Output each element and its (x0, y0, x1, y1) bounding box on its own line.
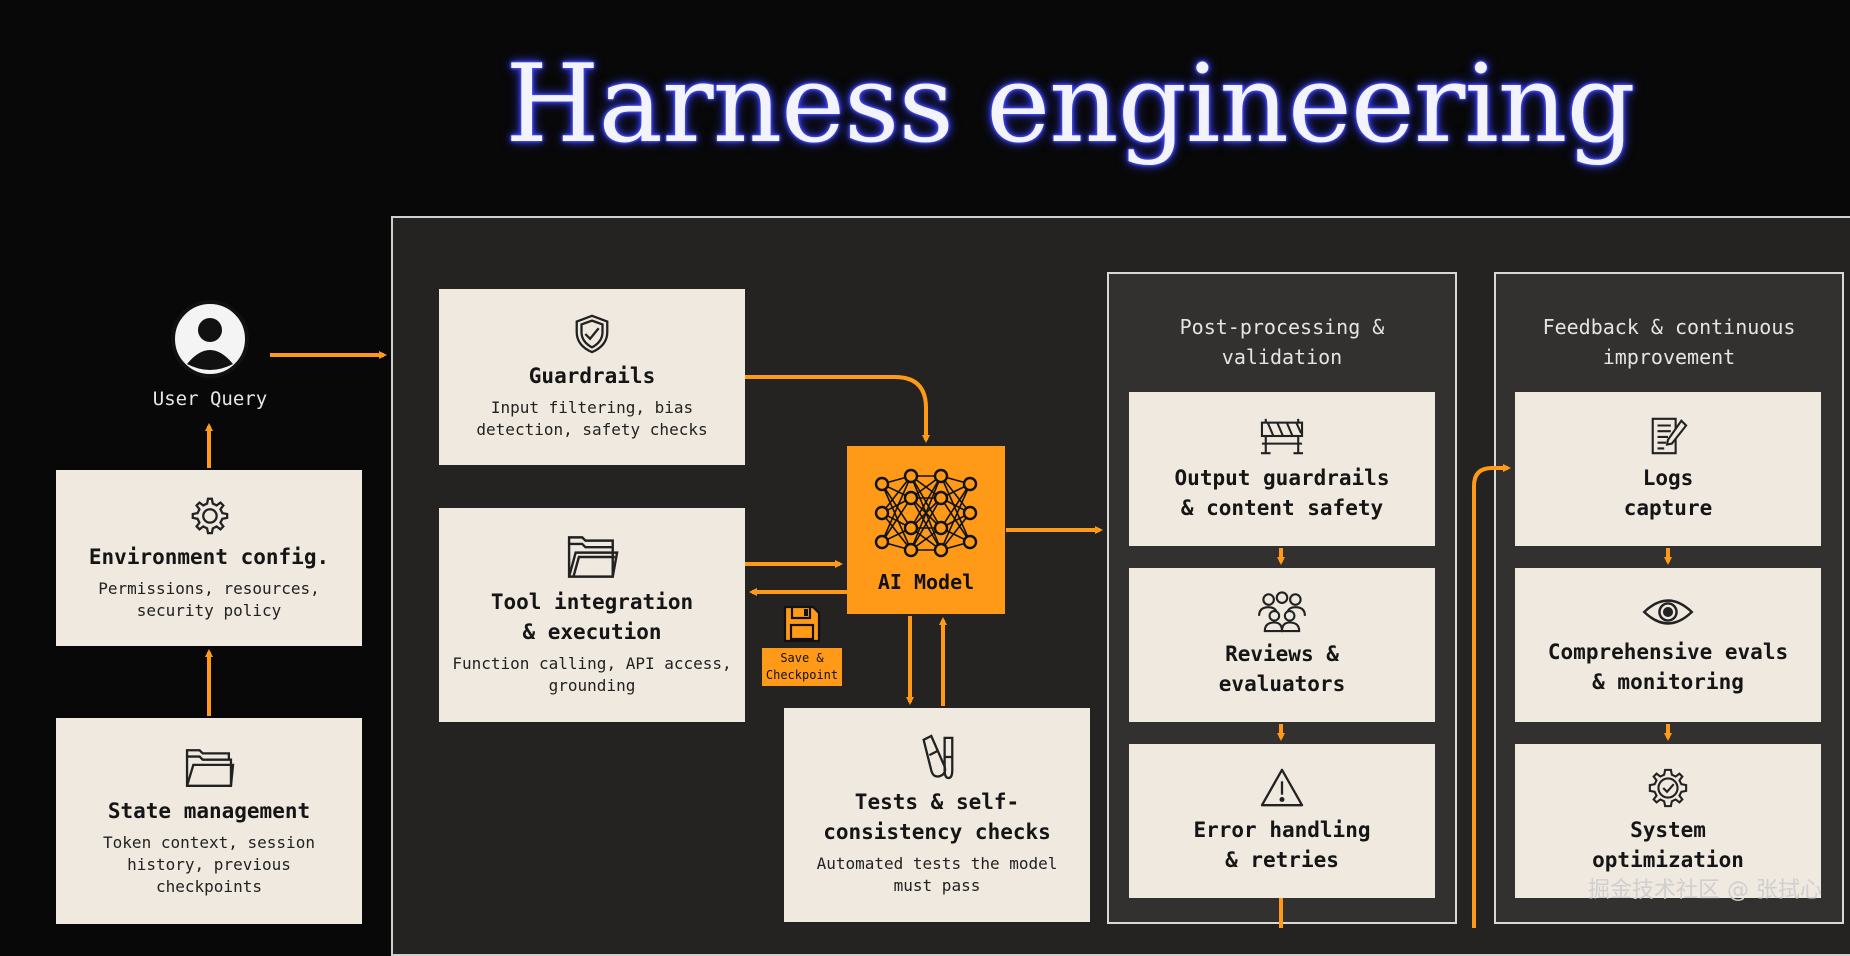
gear-icon (191, 497, 229, 535)
evals-monitoring-title: Comprehensive evals & monitoring (1547, 640, 1789, 694)
system-optimization-title: System optimization (1592, 818, 1744, 872)
tool-integration-card: Tool integration & execution Function ca… (439, 508, 745, 722)
system-optimization-card: System optimization (1515, 744, 1821, 898)
open-folder-icon (567, 536, 619, 578)
tests-title: Tests & self- consistency checks (823, 790, 1051, 844)
user-query: User Query (144, 298, 276, 410)
document-pen-icon (1651, 417, 1688, 455)
error-handling-card: Error handling & retries (1129, 744, 1435, 898)
tests-desc: Automated tests the model must pass (816, 854, 1058, 895)
arrow-guardrails-to-ai (745, 375, 930, 443)
people-group-icon (1258, 591, 1306, 633)
environment-config-card: Environment config. Permissions, resourc… (56, 470, 362, 646)
reviews-title: Reviews & evaluators (1218, 642, 1346, 696)
output-guardrails-title: Output guardrails & content safety (1174, 466, 1390, 520)
connector-arrows (205, 351, 1672, 928)
post-processing-title: Post-processing & validation (1179, 315, 1385, 369)
ai-model-card: AI Model (847, 446, 1005, 614)
logs-capture-card: Logs capture (1515, 392, 1821, 546)
guardrails-title: Guardrails (528, 364, 656, 388)
tool-integration-title: Tool integration & execution (490, 590, 694, 644)
page-title: Harness engineering (505, 42, 1635, 167)
tool-integration-desc: Function calling, API access, grounding (452, 654, 732, 695)
test-tubes-icon (922, 734, 954, 780)
user-avatar-icon (171, 300, 249, 378)
save-checkpoint: Save & Checkpoint (758, 604, 846, 688)
guardrails-card: Guardrails Input filtering, bias detecti… (439, 289, 745, 465)
state-management-desc: Token context, session history, previous… (103, 833, 315, 896)
evals-monitoring-card: Comprehensive evals & monitoring (1515, 568, 1821, 722)
save-checkpoint-label: Save & Checkpoint (761, 648, 843, 686)
neural-network-icon (874, 468, 978, 558)
output-guardrails-card: Output guardrails & content safety (1129, 392, 1435, 546)
logs-capture-title: Logs capture (1623, 466, 1713, 520)
feedback-title: Feedback & continuous improvement (1542, 315, 1796, 369)
tests-card: Tests & self- consistency checks Automat… (784, 708, 1090, 922)
environment-config-title: Environment config. (88, 545, 330, 569)
error-handling-title: Error handling & retries (1193, 818, 1371, 872)
eye-icon (1642, 599, 1694, 625)
warning-icon (1260, 768, 1304, 807)
folders-icon (185, 749, 235, 787)
barrier-icon (1260, 418, 1304, 455)
environment-config-desc: Permissions, resources, security policy (98, 579, 320, 620)
arrow-loop-to-logs (1472, 464, 1511, 928)
floppy-disk-icon (783, 605, 821, 643)
ai-model-title: AI Model (877, 570, 975, 594)
user-query-label: User Query (152, 388, 268, 410)
shield-check-icon (575, 314, 609, 354)
reviews-card: Reviews & evaluators (1129, 568, 1435, 722)
guardrails-desc: Input filtering, bias detection, safety … (476, 398, 708, 439)
state-management-title: State management (107, 799, 311, 823)
state-management-card: State management Token context, session … (56, 718, 362, 924)
gear-check-icon (1648, 768, 1688, 808)
watermark: 掘金技术社区 @ 张拭心 (1588, 878, 1822, 903)
